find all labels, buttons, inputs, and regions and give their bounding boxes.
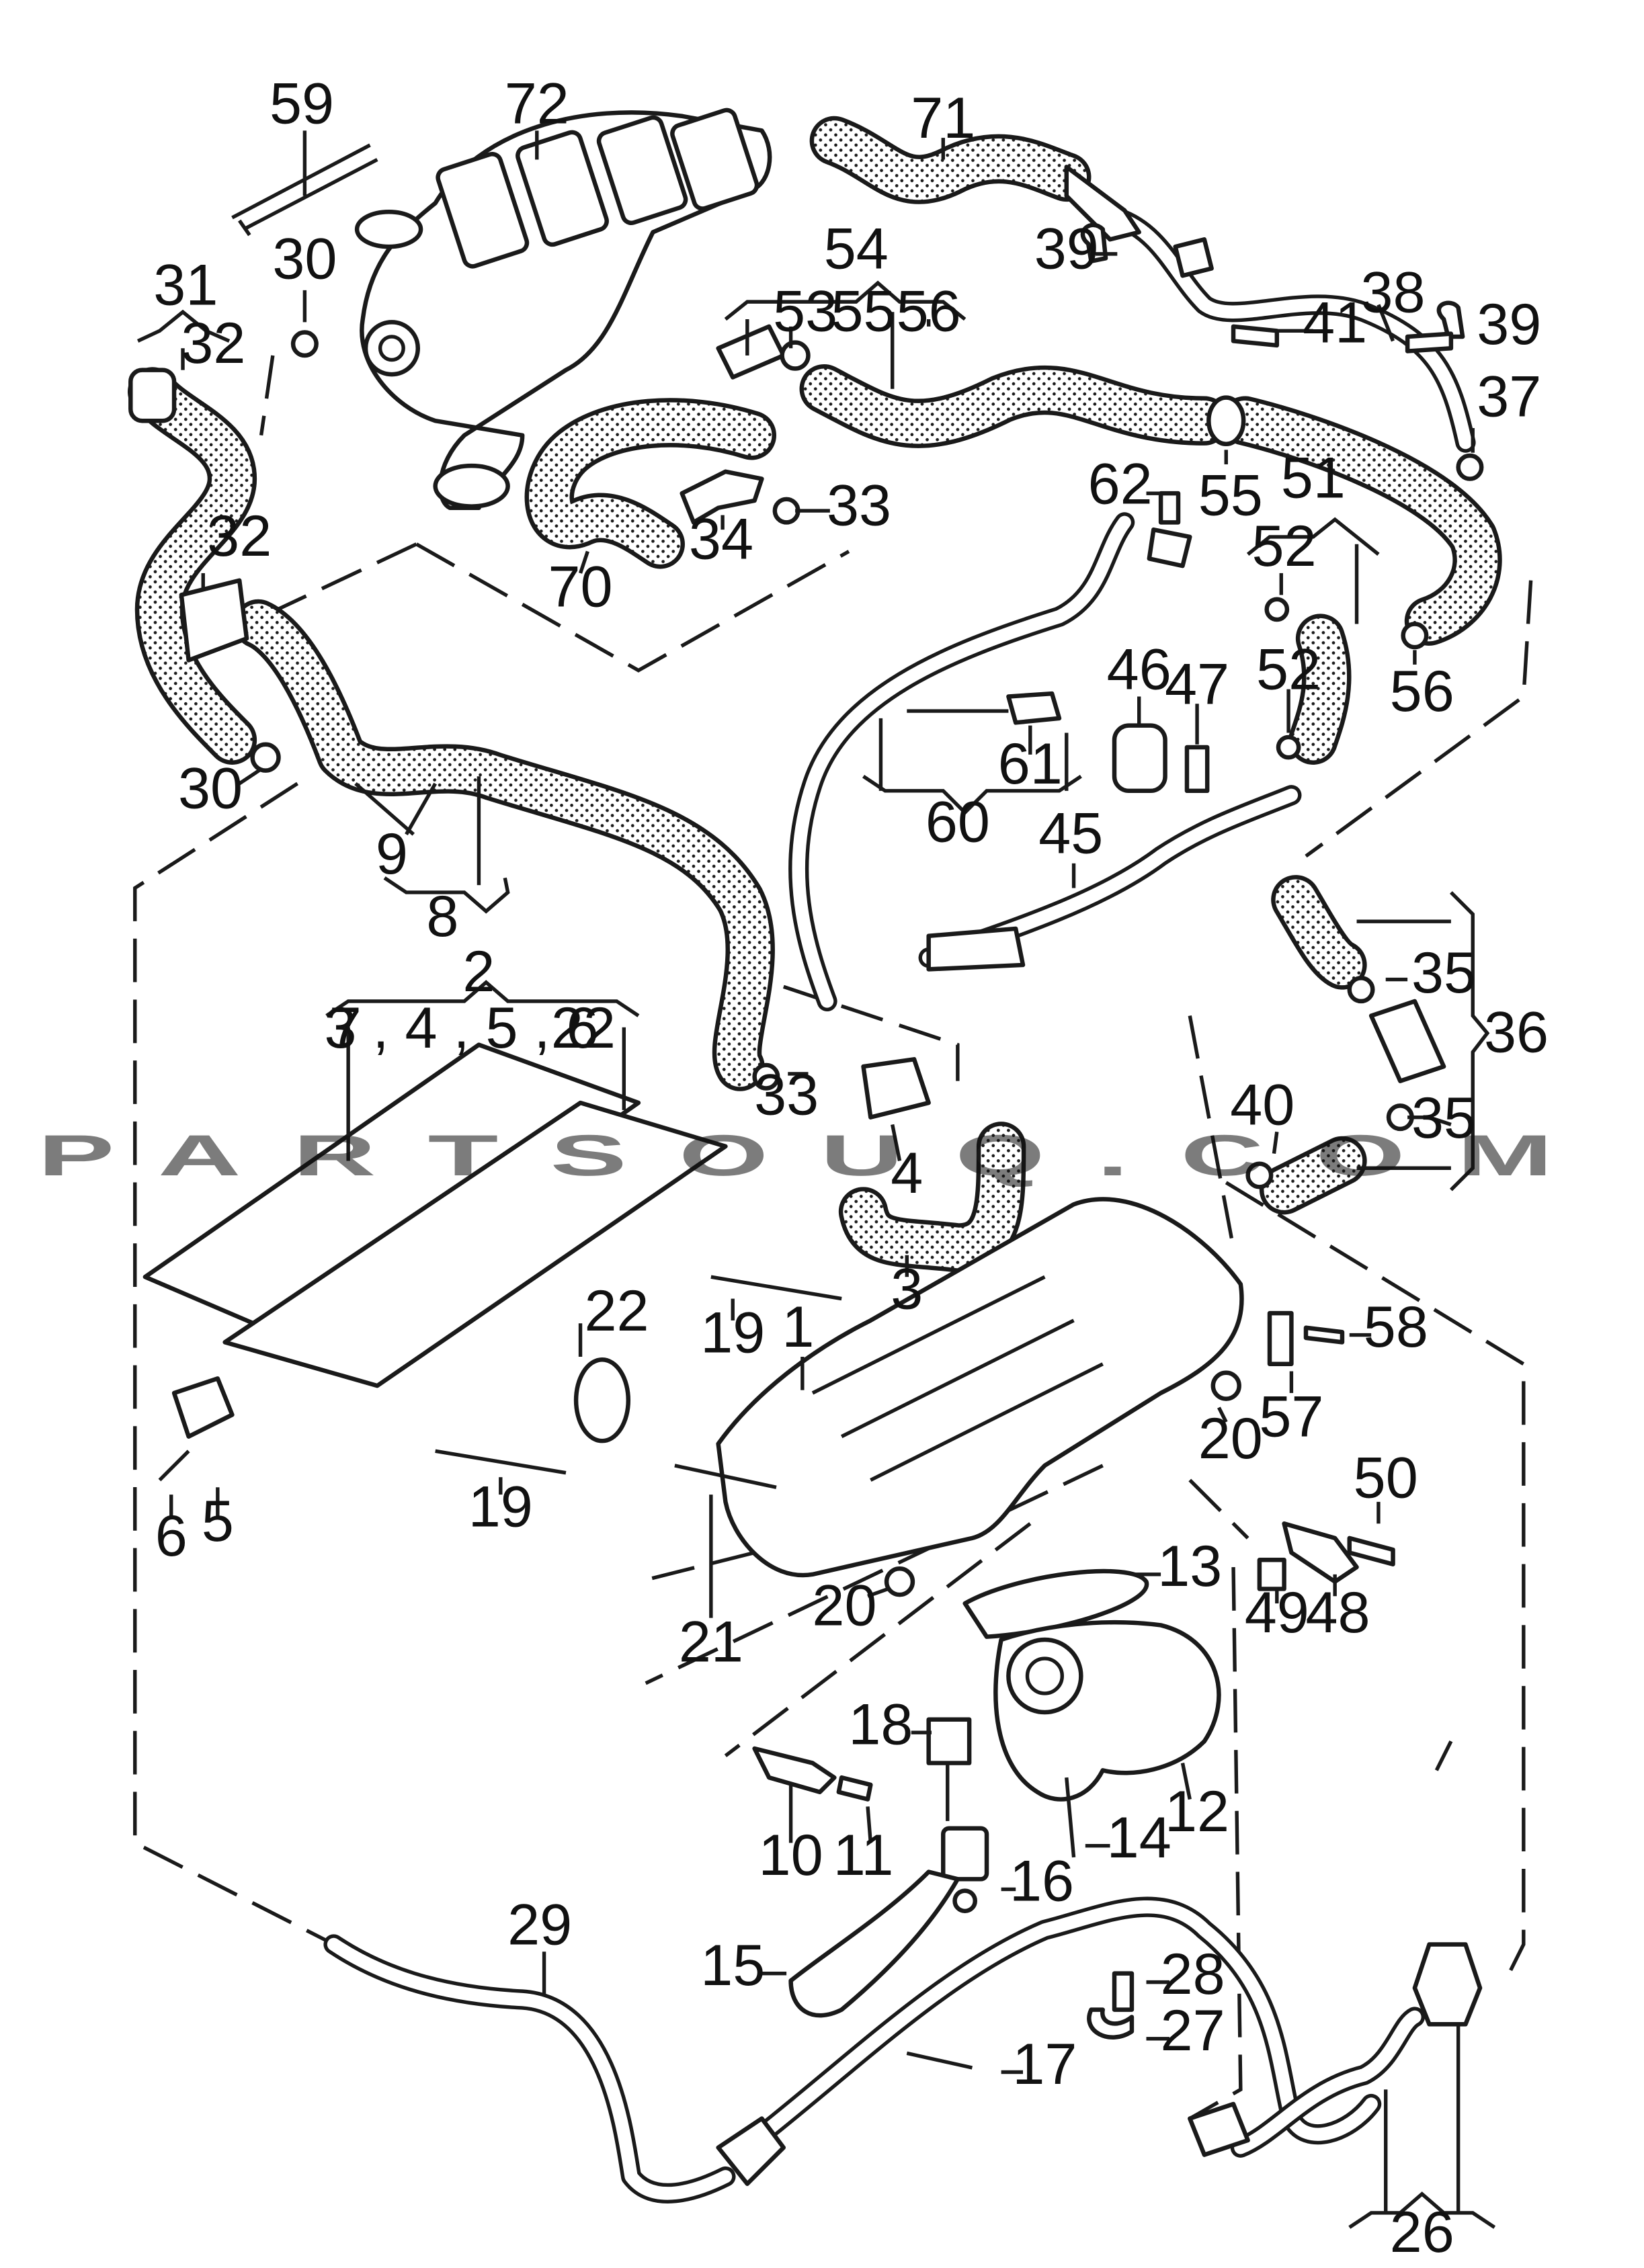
callout-label: 72 — [505, 72, 569, 136]
callout-label: 52 — [1252, 514, 1317, 579]
callout-label: 33 — [754, 1062, 819, 1127]
callout-label: 14 — [1107, 1806, 1172, 1870]
callout-label: 55 — [1198, 464, 1263, 528]
callout-label: 37 — [1477, 365, 1541, 429]
callout-label: 10 — [759, 1823, 823, 1888]
callout-label: 35 — [1411, 1086, 1476, 1150]
callout-label: 1 — [782, 1295, 814, 1359]
callout-label: 22 — [551, 996, 616, 1060]
callout-label: 17 — [1012, 2032, 1077, 2097]
callout-label: 60 — [926, 790, 990, 854]
callout-label: 34 — [689, 507, 753, 571]
callout-label: 33 — [827, 474, 891, 538]
callout-label: 50 — [1354, 1445, 1418, 1510]
callout-label: 13 — [1157, 1534, 1222, 1599]
callout-label: 7 — [329, 996, 362, 1060]
callout-label: 3 , 4 , 5 , 6 — [325, 996, 599, 1060]
callout-label: 8 — [426, 884, 458, 949]
callout-label: 9 — [376, 822, 408, 886]
callout-label: 29 — [507, 1892, 572, 1957]
callout-label: 61 — [998, 732, 1063, 796]
callout-label: 39 — [1034, 216, 1099, 281]
callout-label: 35 — [1411, 941, 1476, 1005]
callout-label: 57 — [1259, 1385, 1323, 1450]
callout-label: 52 — [1256, 638, 1321, 702]
callout-label: 4 — [891, 1141, 923, 1206]
callout-label: 32 — [181, 311, 245, 376]
callout-label: 62 — [1088, 452, 1153, 516]
callout-label: 2 — [462, 939, 495, 1004]
callout-labels: 59 72 71 31 32 30 54 53 55 56 39 39 38 4… — [153, 72, 1549, 2265]
callout-label: 49 — [1245, 1581, 1309, 1645]
callout-label: 26 — [1390, 2200, 1454, 2265]
callout-label: 30 — [272, 227, 337, 292]
callout-label: 12 — [1165, 1779, 1229, 1844]
callout-label: 56 — [897, 279, 961, 343]
watermark-text: PARTSOUQ.COM — [38, 1124, 1605, 1188]
callout-label: 16 — [1010, 1849, 1074, 1914]
callout-label: 3 — [891, 1257, 923, 1322]
callout-label: 47 — [1165, 652, 1229, 716]
callout-label: 41 — [1303, 291, 1367, 355]
callout-label: 48 — [1305, 1581, 1370, 1645]
callout-label: 15 — [700, 1933, 765, 1998]
callout-label: 19 — [700, 1300, 765, 1365]
callout-label: 45 — [1038, 802, 1103, 866]
callout-label: 51 — [1281, 446, 1346, 511]
callout-label: 71 — [911, 86, 975, 151]
callout-label: 18 — [848, 1692, 913, 1757]
callout-label: 19 — [468, 1475, 533, 1540]
callout-label: 40 — [1230, 1073, 1294, 1137]
callout-label: 22 — [584, 1279, 649, 1343]
callout-label: 6 — [155, 1504, 188, 1568]
callout-label: 38 — [1360, 260, 1425, 325]
callout-label: 5 — [202, 1489, 234, 1554]
callout-label: 46 — [1107, 638, 1172, 702]
callout-label: 30 — [178, 757, 243, 821]
callout-label: 32 — [207, 504, 272, 569]
part-drawings — [128, 108, 1484, 2186]
callout-label: 70 — [548, 555, 613, 620]
callout-label: 28 — [1161, 1942, 1225, 2007]
callout-label: 56 — [1390, 659, 1454, 724]
callout-label: 55 — [831, 279, 896, 343]
callout-label: 59 — [270, 72, 334, 136]
callout-label: 20 — [1198, 1406, 1263, 1471]
callout-label: 54 — [824, 216, 889, 281]
callout-label: 53 — [773, 279, 837, 343]
dashed-connectors — [133, 355, 1533, 2120]
leader-lines — [136, 130, 1496, 2229]
callout-label: 27 — [1161, 1999, 1225, 2063]
callout-label: 21 — [679, 1609, 743, 1674]
callout-label: 20 — [812, 1573, 876, 1638]
callout-label: 31 — [153, 253, 218, 317]
callout-label: 36 — [1484, 1000, 1549, 1064]
callout-label: 58 — [1364, 1295, 1428, 1359]
dotted-hoses — [127, 116, 1502, 1273]
callout-label: 11 — [833, 1823, 894, 1888]
callout-label: 39 — [1477, 292, 1541, 357]
